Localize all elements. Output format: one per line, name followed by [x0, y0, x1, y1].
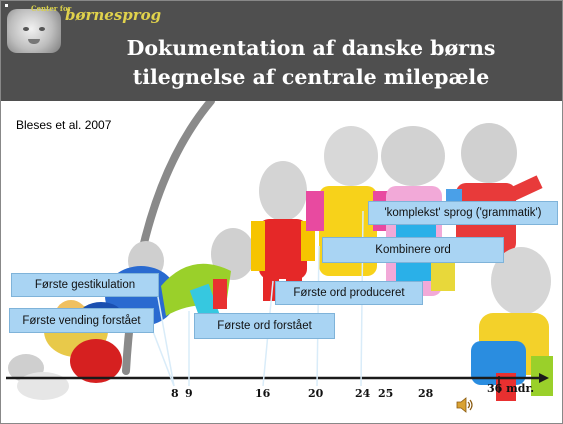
milestone-label-first-word-understood: Første ord forstået [194, 313, 335, 339]
timeline-tick-label: 9 [185, 387, 193, 400]
milestone-label-first-word-produced: Første ord produceret [275, 281, 423, 305]
timeline-tick-label: 25 [378, 387, 394, 400]
speaker-icon[interactable] [456, 397, 474, 413]
milestone-label-first-phrase-understood: Første vending forstået [9, 308, 154, 333]
timeline-tick-label: 8 [171, 387, 179, 400]
milestone-label-first-gesture: Første gestikulation [11, 273, 159, 297]
timeline-tick-label: 16 [255, 387, 271, 400]
slide-title-line-1: Dokumentation af danske børns [126, 36, 496, 60]
bullet-marker [5, 4, 8, 7]
slide-header: Center for børnesprog Dokumentation af d… [1, 1, 562, 101]
baby-crawling-green-figure [161, 228, 255, 329]
slide-title-line-2: tilegnelse af centrale milepæle [132, 65, 490, 89]
baby-photo-icon [7, 9, 61, 53]
child-red-figure [446, 123, 543, 253]
child-jumping-figure [471, 247, 553, 401]
milestone-label-complex-language: 'komplekst' sprog ('grammatik') [368, 201, 558, 225]
milestone-label-combine-words: Kombinere ord [322, 237, 504, 263]
timeline-arrowhead [539, 373, 549, 383]
toddler-standing-red-figure [251, 161, 315, 301]
citation-text: Bleses et al. 2007 [16, 118, 112, 132]
slide-title: Dokumentation af danske børns tilegnelse… [81, 34, 541, 92]
timeline-tick-label: 20 [308, 387, 324, 400]
timeline-tick-label: 24 [355, 387, 371, 400]
timeline-tick-label: 36 mdr. [487, 382, 535, 395]
timeline-tick-label: 28 [418, 387, 434, 400]
logo-small-text: Center for [31, 4, 72, 13]
logo-brand-text: børnesprog [65, 6, 162, 24]
